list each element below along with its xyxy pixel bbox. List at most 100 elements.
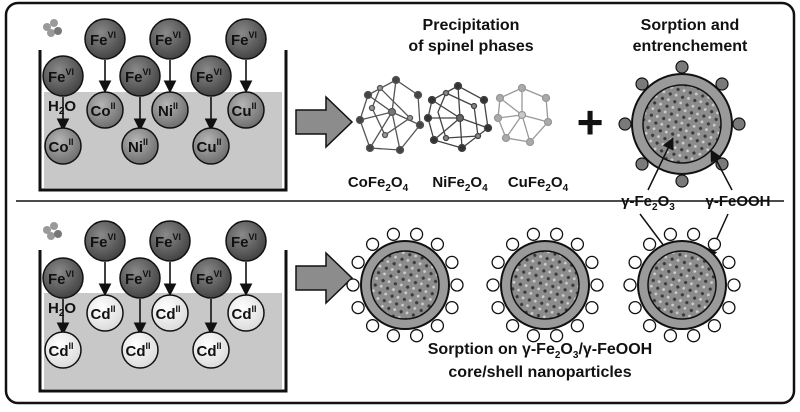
water-label: H2O	[48, 98, 76, 117]
cd-sorbed-ion	[628, 255, 642, 270]
cd-ion: CdII	[86, 294, 124, 332]
metal-ion: CoII	[44, 127, 82, 165]
cd-sorbed-ion	[445, 300, 459, 315]
fe-ion: FeVI	[190, 55, 232, 97]
bottom-caption-2: core/shell nanoparticles	[448, 364, 631, 381]
svg-text:FeVI: FeVI	[90, 232, 116, 251]
svg-text:CoII: CoII	[90, 101, 115, 120]
svg-text:FeVI: FeVI	[90, 30, 116, 49]
svg-text:FeVI: FeVI	[125, 269, 151, 288]
cd-ion: CdII	[44, 331, 82, 369]
svg-text:CoII: CoII	[48, 137, 73, 156]
gamma-fe2o3-label: γ-Fe2O3	[621, 193, 675, 213]
process-arrow	[295, 95, 354, 149]
cd-sorbed-ion	[450, 278, 464, 292]
cd-sorbed-ion	[430, 237, 445, 251]
nanoparticle-cd-sorbed	[500, 240, 590, 330]
svg-text:FeVI: FeVI	[48, 269, 74, 288]
cofe2o4-label: CoFe2O4	[348, 174, 409, 194]
cd-sorbed-ion	[430, 319, 445, 333]
cd-sorbed-ion	[549, 329, 564, 343]
fe-ion: FeVI	[149, 220, 191, 262]
cd-ion: CdII	[121, 331, 159, 369]
cd-sorbed-ion	[346, 278, 360, 292]
nanoparticle-cd-sorbed	[360, 240, 450, 330]
water-label: H2O	[48, 300, 76, 319]
cd-sorbed-ion	[707, 319, 722, 333]
svg-text:FeVI: FeVI	[48, 67, 74, 86]
fe-ion: FeVI	[225, 220, 267, 262]
metal-ion: CoII	[86, 91, 124, 129]
svg-text:CdII: CdII	[90, 304, 115, 323]
cd-sorbed-ion	[351, 255, 365, 270]
cd-ion: CdII	[227, 294, 265, 332]
svg-text:FeVI: FeVI	[155, 232, 181, 251]
fe-ion: FeVI	[149, 18, 191, 60]
svg-text:FeVI: FeVI	[231, 30, 257, 49]
nife2o4-structure	[423, 81, 493, 153]
svg-text:FeVI: FeVI	[125, 67, 151, 86]
row1-reactor: FeVI FeVI FeVI FeVI FeVI FeVI H2O CoII N…	[38, 18, 288, 192]
svg-text:CdII: CdII	[231, 304, 256, 323]
cd-sorbed-ion	[526, 227, 541, 241]
metal-ion: CuII	[227, 91, 265, 129]
cd-sorbed-ion	[727, 278, 741, 292]
cd-sorbed-ion	[409, 227, 424, 241]
cd-sorbed-ion	[549, 227, 564, 241]
metal-ion: NiII	[151, 91, 189, 129]
cd-sorbed-ion	[623, 278, 637, 292]
cd-sorbed-ion	[351, 300, 365, 315]
svg-text:CdII: CdII	[155, 304, 180, 323]
svg-text:FeVI: FeVI	[231, 232, 257, 251]
svg-text:CuII: CuII	[196, 137, 221, 156]
svg-text:CdII: CdII	[196, 341, 221, 360]
cd-sorbed-ion	[505, 237, 520, 251]
nanoparticle-cd-sorbed	[637, 240, 727, 330]
cd-sorbed-ion	[663, 329, 678, 343]
fe-ion: FeVI	[84, 220, 126, 262]
nife2o4-label: NiFe2O4	[432, 174, 488, 194]
gamma-feooh-label: γ-FeOOH	[705, 193, 770, 210]
precip-title-2: of spinel phases	[408, 38, 533, 55]
fe-ion: FeVI	[84, 18, 126, 60]
svg-text:CdII: CdII	[125, 341, 150, 360]
metal-ion: CuII	[192, 127, 230, 165]
cd-sorbed-ion	[365, 237, 380, 251]
row2-reactor: FeVI FeVI FeVI FeVI FeVI FeVI H2O CdII C…	[38, 220, 288, 393]
cd-sorbed-ion	[486, 278, 500, 292]
cd-sorbed-ion	[570, 237, 585, 251]
cd-sorbed-ion	[590, 278, 604, 292]
sorption-title-1: Sorption and	[641, 17, 740, 34]
fe-ion: FeVI	[42, 55, 84, 97]
molecule-icon	[43, 19, 62, 37]
cd-sorbed-ion	[722, 255, 736, 270]
cd-sorbed-ion	[445, 255, 459, 270]
fe-ion: FeVI	[119, 257, 161, 299]
bottom-caption-1: Sorption on γ-Fe2O3/γ-FeOOH	[428, 341, 652, 361]
cd-sorbed-ion	[628, 300, 642, 315]
svg-text:NiII: NiII	[158, 101, 178, 120]
cd-sorbed-ion	[365, 319, 380, 333]
fe-ion: FeVI	[225, 18, 267, 60]
nanoparticle-entrenched	[618, 60, 746, 188]
molecule-icon	[43, 222, 62, 240]
fe-ion: FeVI	[190, 257, 232, 299]
cd-sorbed-ion	[642, 237, 657, 251]
cd-sorbed-ion	[585, 300, 599, 315]
cd-sorbed-ion	[409, 329, 424, 343]
cd-sorbed-ion	[526, 329, 541, 343]
cd-sorbed-ion	[386, 227, 401, 241]
cufe2o4-structure	[493, 83, 553, 147]
adsorbed-cd-ions	[346, 227, 741, 343]
pointer-arrows	[639, 137, 733, 265]
cd-sorbed-ion	[686, 227, 701, 241]
cd-sorbed-ion	[386, 329, 401, 343]
cufe2o4-label: CuFe2O4	[508, 174, 569, 194]
svg-text:CdII: CdII	[48, 341, 73, 360]
cofe2o4-structure	[355, 75, 425, 155]
precip-title-1: Precipitation	[423, 17, 520, 34]
svg-text:CuII: CuII	[231, 101, 256, 120]
fe-ion: FeVI	[42, 257, 84, 299]
svg-text:FeVI: FeVI	[155, 30, 181, 49]
